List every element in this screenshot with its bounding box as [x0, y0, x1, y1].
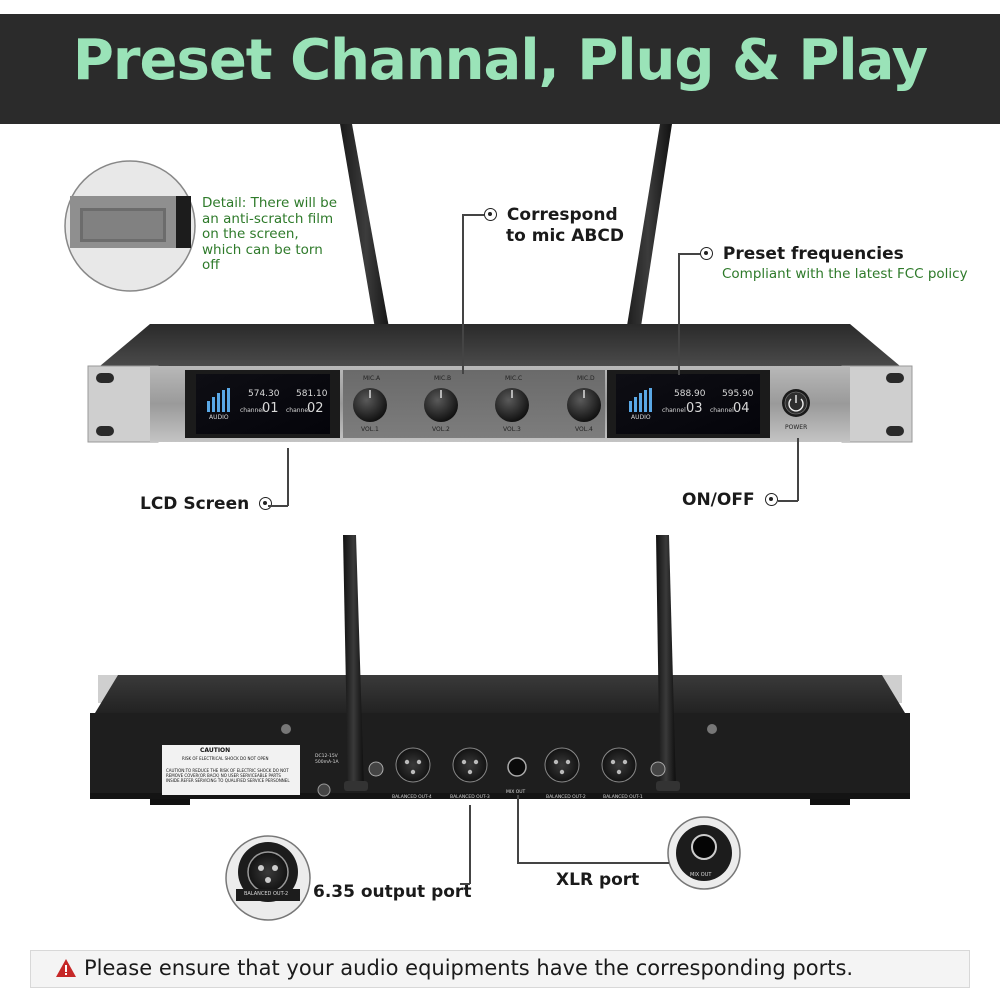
knob-label-vol-1: VOL.1 — [361, 426, 379, 433]
callout-onoff-label: ON/OFF — [682, 490, 755, 510]
mix-zoom-circle — [667, 816, 741, 890]
screen-right-audio: AUDIO — [631, 414, 651, 421]
callout-xlr-port: XLR port — [556, 870, 640, 890]
screen-left-channel-word: channel — [240, 407, 264, 414]
power-label: POWER — [785, 424, 808, 431]
callout-dot-icon — [484, 208, 497, 221]
screen-right-freq-a: 588.90 — [674, 389, 706, 399]
screen-right-channel-word-2: channel — [710, 407, 734, 414]
warning-banner — [30, 950, 970, 988]
knob-label-mic-d: MIC.D — [577, 375, 595, 382]
callout-output-port: 6.35 output port — [313, 882, 472, 902]
knob-mic-c[interactable] — [495, 388, 529, 422]
rear-receiver-illustration — [90, 535, 910, 921]
callout-correspond: Correspond to mic ABCD — [484, 205, 624, 247]
screen-left-freq-b: 581.10 — [296, 389, 328, 399]
callout-correspond-line1: Correspond — [506, 205, 618, 225]
callout-preset-title: Preset frequencies — [722, 244, 904, 264]
knob-label-vol-4: VOL.4 — [575, 426, 593, 433]
knob-label-vol-2: VOL.2 — [432, 426, 450, 433]
caution-body: CAUTION:TO REDUCE THE RISK OF ELECTRIC S… — [166, 768, 290, 783]
port-label-out1: BALANCED OUT-1 — [603, 795, 643, 800]
port-label-out4: BALANCED OUT-4 — [392, 795, 432, 800]
zoom-mix-label: MIX OUT — [690, 872, 712, 878]
detail-note: Detail: There will be an anti-scratch fi… — [202, 195, 338, 273]
page-title: Preset Channal, Plug & Play — [72, 28, 928, 93]
knob-label-vol-3: VOL.3 — [503, 426, 521, 433]
caution-subtitle: RISK OF ELECTRICAL SHOCK DO NOT OPEN — [182, 756, 269, 761]
port-label-out3: BALANCED OUT-3 — [450, 795, 490, 800]
knob-label-mic-c: MIC.C — [505, 375, 523, 382]
knob-mic-d[interactable] — [567, 388, 601, 422]
callout-preset: Preset frequencies — [700, 244, 904, 265]
knob-mic-a[interactable] — [353, 388, 387, 422]
screen-left-audio: AUDIO — [209, 414, 229, 421]
rear-antenna-left — [343, 535, 364, 791]
screen-left-channel-a: 01 — [262, 401, 279, 416]
antenna-right — [624, 124, 672, 346]
screen-right-freq-b: 595.90 — [722, 389, 754, 399]
callout-dot-icon — [764, 493, 778, 506]
xlr-zoom-circle — [225, 835, 311, 921]
knob-mic-b[interactable] — [424, 388, 458, 422]
knob-label-mic-b: MIC.B — [434, 375, 452, 382]
warning-text: Please ensure that your audio equipments… — [84, 956, 854, 980]
screen-right-channel-b: 04 — [733, 401, 750, 416]
callout-preset-sub: Compliant with the latest FCC policy — [722, 266, 968, 282]
callout-lcd: LCD Screen — [140, 494, 273, 515]
screen-left-channel-word-2: channel — [286, 407, 310, 414]
callout-dot-icon — [700, 247, 713, 260]
port-label-mix: MIX OUT — [506, 790, 526, 795]
dc-label: DC12-15V 500mA-1A — [315, 754, 339, 765]
callout-correspond-line2: to mic ABCD — [506, 226, 624, 246]
title-banner — [0, 14, 1000, 124]
screen-left-channel-b: 02 — [307, 401, 324, 416]
callout-lcd-label: LCD Screen — [140, 494, 250, 514]
knob-label-mic-a: MIC.A — [363, 375, 381, 382]
zoom-xlr-label: BALANCED OUT-2 — [244, 891, 289, 897]
callout-onoff: ON/OFF — [682, 490, 778, 511]
screen-left-freq-a: 574.30 — [248, 389, 280, 399]
antenna-left — [340, 124, 392, 346]
screen-right-channel-a: 03 — [686, 401, 703, 416]
warning-triangle-icon — [56, 959, 76, 977]
screen-right-channel-word: channel — [662, 407, 686, 414]
rear-antenna-right — [656, 535, 676, 791]
port-label-out2: BALANCED OUT-2 — [546, 795, 586, 800]
front-receiver-illustration — [64, 124, 913, 443]
caution-title: CAUTION — [200, 747, 231, 754]
callout-dot-icon — [259, 497, 273, 510]
detail-zoom-circle — [64, 160, 196, 292]
power-button[interactable] — [782, 389, 810, 417]
